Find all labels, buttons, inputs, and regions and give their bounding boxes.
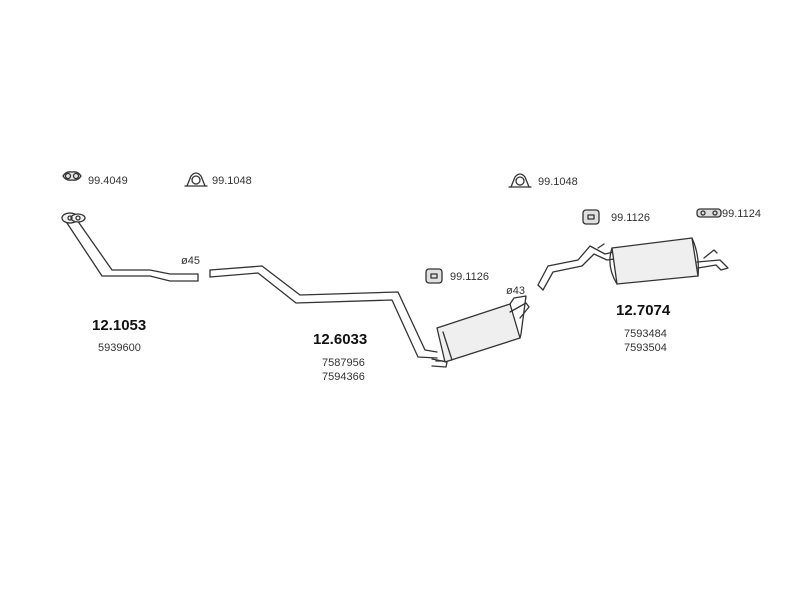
middle-oem-2: 7594366 xyxy=(322,371,365,383)
hanger-code-mid: 99.1126 xyxy=(450,271,489,283)
middle-section xyxy=(209,265,530,368)
clamp-icon-right xyxy=(508,173,532,188)
middle-oem-1: 7587956 xyxy=(322,357,365,369)
gasket-icon xyxy=(62,171,82,181)
hanger-code-right: 99.1126 xyxy=(611,212,650,224)
gasket-code: 99.4049 xyxy=(88,175,128,187)
front-pipe-oem-list: 5939600 xyxy=(98,341,141,355)
front-pipe-part-number: 12.1053 xyxy=(92,317,147,334)
clamp-code-right: 99.1048 xyxy=(538,176,578,188)
clamp-icon-left xyxy=(184,172,208,187)
front-pipe-oem: 5939600 xyxy=(98,342,141,354)
hanger-icon-mid xyxy=(425,268,443,284)
rear-silencer xyxy=(537,237,729,291)
strip-hanger-code: 99.1124 xyxy=(722,208,761,220)
front-pipe-diameter: ø45 xyxy=(181,255,200,267)
clamp-code-left: 99.1048 xyxy=(212,175,252,187)
strip-hanger-icon xyxy=(696,208,722,218)
front-pipe xyxy=(61,212,199,282)
rear-part-number: 12.7074 xyxy=(616,302,671,319)
rear-oem-list: 7593484 7593504 xyxy=(624,327,667,355)
hanger-icon-right xyxy=(582,209,600,225)
rear-oem-1: 7593484 xyxy=(624,328,667,340)
middle-diameter: ø43 xyxy=(506,285,525,297)
middle-oem-list: 7587956 7594366 xyxy=(322,356,365,384)
rear-oem-2: 7593504 xyxy=(624,342,667,354)
middle-part-number: 12.6033 xyxy=(313,331,368,348)
